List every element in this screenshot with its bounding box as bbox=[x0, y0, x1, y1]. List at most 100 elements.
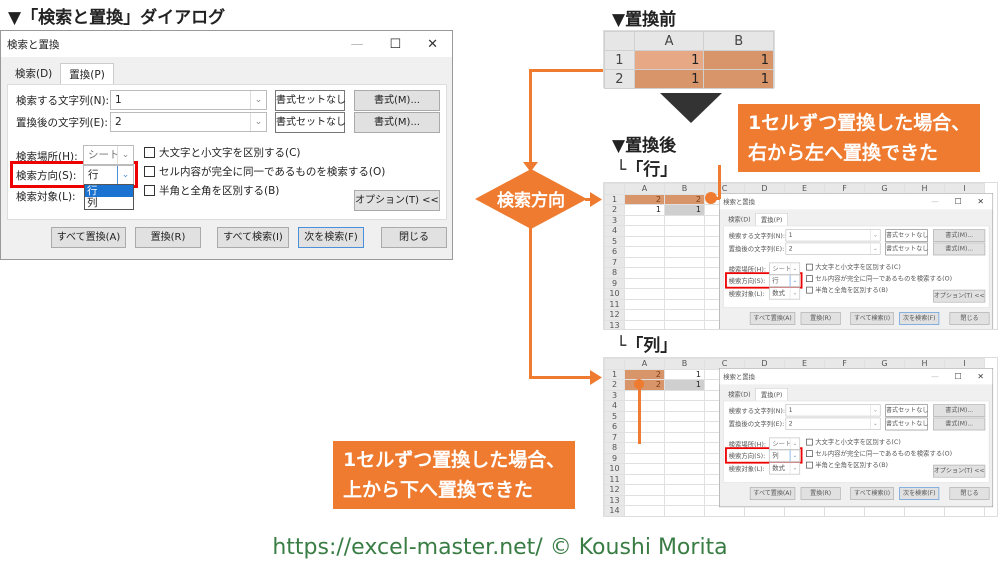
cell[interactable]: 1 bbox=[624, 204, 665, 216]
maximize-icon[interactable]: ☐ bbox=[389, 36, 402, 52]
row-header[interactable]: 2 bbox=[604, 69, 635, 89]
find-all-button[interactable]: すべて検索(I) bbox=[850, 487, 894, 500]
cell[interactable] bbox=[624, 298, 665, 310]
cell[interactable] bbox=[624, 400, 665, 412]
row-header[interactable]: 12 bbox=[604, 309, 625, 321]
col-header[interactable]: B bbox=[703, 31, 774, 51]
col-header[interactable]: A bbox=[624, 358, 665, 370]
row-header[interactable]: 8 bbox=[604, 267, 625, 279]
checkbox-icon[interactable] bbox=[806, 461, 813, 469]
find-all-button[interactable]: すべて検索(I) bbox=[850, 312, 894, 325]
row-header[interactable]: 12 bbox=[604, 484, 625, 496]
chevron-down-icon[interactable]: ⌄ bbox=[250, 91, 266, 109]
cell[interactable] bbox=[624, 389, 665, 401]
option-row[interactable]: 行 bbox=[85, 185, 133, 197]
maximize-icon[interactable]: ☐ bbox=[954, 371, 962, 382]
width-checkbox[interactable]: 半角と全角を区別する(B) bbox=[806, 461, 888, 470]
find-no-format-button[interactable]: 書式セットなし bbox=[885, 229, 928, 243]
replace-no-format-button[interactable]: 書式セットなし bbox=[275, 112, 346, 133]
tab-replace[interactable]: 置換(P) bbox=[60, 63, 114, 85]
cell[interactable] bbox=[664, 214, 705, 226]
replace-format-button[interactable]: 書式(M)... bbox=[933, 417, 986, 431]
find-format-button[interactable]: 書式(M)... bbox=[354, 90, 440, 111]
chevron-down-icon[interactable]: ⌄ bbox=[789, 275, 800, 287]
cell[interactable] bbox=[624, 484, 665, 496]
checkbox-icon[interactable] bbox=[806, 263, 813, 271]
checkbox-icon[interactable] bbox=[806, 438, 813, 446]
find-format-button[interactable]: 書式(M)... bbox=[933, 404, 986, 418]
chevron-down-icon[interactable]: ⌄ bbox=[870, 229, 880, 241]
cell[interactable] bbox=[624, 256, 665, 268]
tab-find[interactable]: 検索(D) bbox=[728, 390, 751, 399]
find-all-button[interactable]: すべて検索(I) bbox=[217, 227, 289, 248]
chevron-down-icon[interactable]: ⌄ bbox=[870, 418, 880, 430]
cell[interactable] bbox=[664, 267, 705, 279]
cell[interactable] bbox=[664, 410, 705, 422]
option-column[interactable]: 列 bbox=[87, 197, 98, 209]
direction-select[interactable]: 行⌄ bbox=[769, 274, 801, 287]
close-button[interactable]: 閉じる bbox=[949, 487, 990, 500]
checkbox-icon[interactable] bbox=[806, 275, 813, 282]
replace-input[interactable]: 2⌄ bbox=[785, 242, 881, 255]
row-header[interactable]: 8 bbox=[604, 442, 625, 454]
chevron-down-icon[interactable]: ⌄ bbox=[789, 462, 800, 474]
options-button[interactable]: オプション(T) << bbox=[933, 464, 986, 478]
replace-button[interactable]: 置換(R) bbox=[135, 227, 201, 248]
checkbox-icon[interactable] bbox=[144, 185, 155, 196]
row-header[interactable]: 9 bbox=[604, 277, 625, 289]
row-header[interactable]: 1 bbox=[604, 193, 625, 205]
row-header[interactable]: 1 bbox=[604, 50, 635, 70]
row-header[interactable]: 5 bbox=[604, 410, 625, 422]
cell[interactable] bbox=[664, 256, 705, 268]
cell[interactable]: 2 bbox=[624, 368, 665, 380]
cell[interactable] bbox=[664, 235, 705, 247]
close-icon[interactable]: ✕ bbox=[977, 371, 984, 382]
width-checkbox[interactable]: 半角と全角を区別する(B) bbox=[144, 183, 279, 198]
within-select[interactable]: シート⌄ bbox=[83, 145, 134, 165]
cell[interactable] bbox=[624, 225, 665, 237]
whole-checkbox[interactable]: セル内容が完全に同一であるものを検索する(O) bbox=[806, 449, 952, 458]
find-next-button[interactable]: 次を検索(F) bbox=[899, 487, 940, 500]
chevron-down-icon[interactable]: ⌄ bbox=[789, 438, 800, 450]
row-header[interactable]: 3 bbox=[604, 214, 625, 226]
lookin-select[interactable]: 数式⌄ bbox=[769, 462, 801, 475]
cell[interactable] bbox=[664, 288, 705, 300]
replace-all-button[interactable]: すべて置換(A) bbox=[749, 487, 796, 500]
cell[interactable] bbox=[624, 410, 665, 422]
cell[interactable] bbox=[664, 400, 705, 412]
checkbox-icon[interactable] bbox=[144, 166, 155, 177]
cell[interactable] bbox=[664, 463, 705, 475]
cell[interactable] bbox=[664, 309, 705, 321]
cell[interactable] bbox=[664, 225, 705, 237]
whole-checkbox[interactable]: セル内容が完全に同一であるものを検索する(O) bbox=[806, 274, 952, 283]
tab-replace[interactable]: 置換(P) bbox=[755, 387, 788, 402]
replace-button[interactable]: 置換(R) bbox=[800, 312, 841, 325]
lookin-select[interactable]: 数式⌄ bbox=[769, 287, 801, 300]
row-header[interactable]: 9 bbox=[604, 452, 625, 464]
cell[interactable] bbox=[624, 505, 665, 516]
tab-find[interactable]: 検索(D) bbox=[15, 68, 53, 80]
cell[interactable] bbox=[624, 277, 665, 289]
close-icon[interactable]: ✕ bbox=[427, 36, 438, 52]
options-button[interactable]: オプション(T) << bbox=[933, 289, 986, 303]
cell[interactable] bbox=[624, 421, 665, 433]
within-select[interactable]: シート⌄ bbox=[769, 262, 801, 275]
replace-format-button[interactable]: 書式(M)... bbox=[933, 242, 986, 256]
chevron-down-icon[interactable]: ⌄ bbox=[250, 113, 266, 131]
row-header[interactable]: 1 bbox=[604, 368, 625, 380]
row-header[interactable]: 4 bbox=[604, 225, 625, 237]
cell[interactable]: 1 bbox=[664, 368, 705, 380]
row-header[interactable]: 3 bbox=[604, 389, 625, 401]
whole-checkbox[interactable]: セル内容が完全に同一であるものを検索する(O) bbox=[144, 164, 385, 179]
find-input[interactable]: 1⌄ bbox=[785, 229, 881, 242]
cell[interactable]: 1 bbox=[664, 204, 705, 216]
cell[interactable] bbox=[664, 319, 705, 329]
cell[interactable] bbox=[624, 267, 665, 279]
chevron-down-icon[interactable]: ⌄ bbox=[789, 287, 800, 299]
row-header[interactable]: 6 bbox=[604, 246, 625, 258]
col-header[interactable]: A bbox=[624, 183, 665, 195]
row-header[interactable]: 11 bbox=[604, 298, 625, 310]
cell[interactable] bbox=[664, 473, 705, 485]
maximize-icon[interactable]: ☐ bbox=[954, 196, 962, 207]
cell[interactable]: 1 bbox=[633, 69, 705, 89]
